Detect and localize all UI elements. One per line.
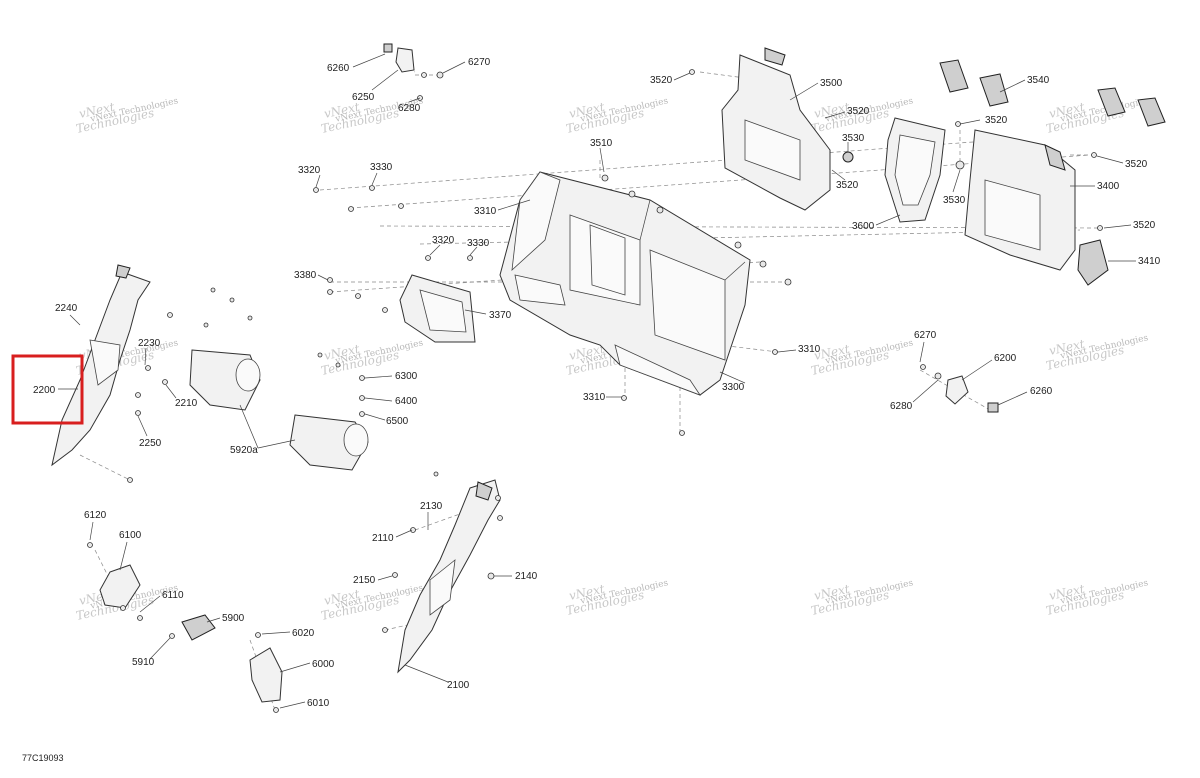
- callout-label[interactable]: 3320: [298, 165, 321, 176]
- callout-label[interactable]: 3520: [985, 115, 1008, 126]
- callout-label[interactable]: 6110: [162, 590, 184, 601]
- callout-label[interactable]: 2250: [139, 438, 162, 449]
- panel-3500: [721, 47, 831, 211]
- bracket-3370: [399, 274, 476, 343]
- callout-label[interactable]: 3380: [294, 270, 317, 281]
- callout-label[interactable]: 2100: [447, 680, 470, 691]
- callout-label[interactable]: 3370: [489, 310, 512, 321]
- callout-label[interactable]: 2210: [175, 398, 198, 409]
- callout-label[interactable]: 3600: [852, 221, 875, 232]
- callout-label[interactable]: 6120: [84, 510, 107, 521]
- callout-label[interactable]: 3520: [1133, 220, 1156, 231]
- bracket-3540: [939, 59, 1166, 127]
- callout-label[interactable]: 6270: [468, 57, 491, 68]
- highlight-box-2200[interactable]: [11, 354, 84, 425]
- callout-labels: 6260 6270 6250 6280 3520 3500 3540 3520 …: [33, 57, 1161, 709]
- watermark: vNext Technologies vNext Technologies: [810, 578, 915, 618]
- callout-label[interactable]: 3410: [1138, 256, 1161, 267]
- callout-label[interactable]: 3530: [842, 133, 865, 144]
- callout-label[interactable]: 3530: [943, 195, 966, 206]
- callout-label[interactable]: 2240: [55, 303, 78, 314]
- callout-label[interactable]: 6280: [398, 103, 421, 114]
- callout-label[interactable]: 6010: [307, 698, 330, 709]
- callout-label[interactable]: 3320: [432, 235, 455, 246]
- watermark: vNext Technologies vNext Technologies: [1045, 96, 1150, 136]
- air-duct-5920a-lower: [289, 414, 369, 471]
- callout-label[interactable]: 3330: [467, 238, 490, 249]
- callout-label[interactable]: 6000: [312, 659, 335, 670]
- watermark: vNext Technologies vNext Technologies: [1045, 578, 1150, 618]
- hinge-6250: [383, 43, 415, 73]
- callout-label[interactable]: 3300: [722, 382, 745, 393]
- watermark: vNext Technologies vNext Technologies: [1045, 333, 1150, 373]
- vent-5900: [181, 614, 216, 641]
- callout-label[interactable]: 3520: [1125, 159, 1148, 170]
- storage-bin-3600: [884, 117, 946, 223]
- callout-label[interactable]: 3500: [820, 78, 843, 89]
- callout-label[interactable]: 5920a: [230, 445, 258, 456]
- callout-label[interactable]: 2150: [353, 575, 376, 586]
- callout-label[interactable]: 2230: [138, 338, 161, 349]
- callout-label[interactable]: 6200: [994, 353, 1017, 364]
- callout-label[interactable]: 3330: [370, 162, 393, 173]
- callout-label[interactable]: 6020: [292, 628, 315, 639]
- watermark: vNext Technologies vNext Technologies: [75, 96, 180, 136]
- knob-3530a: [842, 151, 854, 163]
- callout-label[interactable]: 6300: [395, 371, 418, 382]
- bracket-6200: [945, 375, 999, 413]
- fasteners: [87, 69, 1103, 713]
- callout-label[interactable]: 3310: [798, 344, 821, 355]
- callout-label[interactable]: 6400: [395, 396, 418, 407]
- watermark: vNext Technologies vNext Technologies: [565, 578, 670, 618]
- callout-label[interactable]: 3510: [590, 138, 613, 149]
- side-panel-2100: [397, 479, 501, 674]
- watermark: vNext Technologies vNext Technologies: [565, 96, 670, 136]
- callout-label[interactable]: 6260: [327, 63, 350, 74]
- bracket-3410: [1077, 239, 1109, 286]
- watermark: vNext Technologies vNext Technologies: [810, 338, 915, 378]
- callout-label[interactable]: 2110: [372, 533, 394, 544]
- callout-label[interactable]: 6270: [914, 330, 937, 341]
- console-frame-3310: [499, 171, 751, 396]
- callout-label[interactable]: 3520: [847, 106, 870, 117]
- callout-label[interactable]: 6260: [1030, 386, 1053, 397]
- cover-6000: [249, 647, 283, 703]
- callout-label[interactable]: 3400: [1097, 181, 1120, 192]
- panel-3400: [964, 129, 1076, 271]
- callout-label[interactable]: 3310: [474, 206, 497, 217]
- callout-label[interactable]: 2130: [420, 501, 443, 512]
- air-duct-5920a-upper: [189, 349, 261, 411]
- callout-label[interactable]: 6280: [890, 401, 913, 412]
- callout-label[interactable]: 6100: [119, 530, 142, 541]
- callout-label-2200[interactable]: 2200: [33, 385, 56, 396]
- leader-lines: [58, 53, 1136, 709]
- callout-label[interactable]: 5910: [132, 657, 155, 668]
- callout-label[interactable]: 3310: [583, 392, 606, 403]
- callout-label[interactable]: 3520: [650, 75, 673, 86]
- assembly-lines: [79, 64, 1101, 711]
- callout-label[interactable]: 6500: [386, 416, 409, 427]
- callout-label[interactable]: 3520: [836, 180, 859, 191]
- callout-label[interactable]: 6250: [352, 92, 375, 103]
- callout-label[interactable]: 5900: [222, 613, 245, 624]
- diagram-code: 77C19093: [22, 753, 64, 763]
- side-panel-2200: [51, 264, 151, 467]
- callout-label[interactable]: 2140: [515, 571, 538, 582]
- callout-label[interactable]: 3540: [1027, 75, 1050, 86]
